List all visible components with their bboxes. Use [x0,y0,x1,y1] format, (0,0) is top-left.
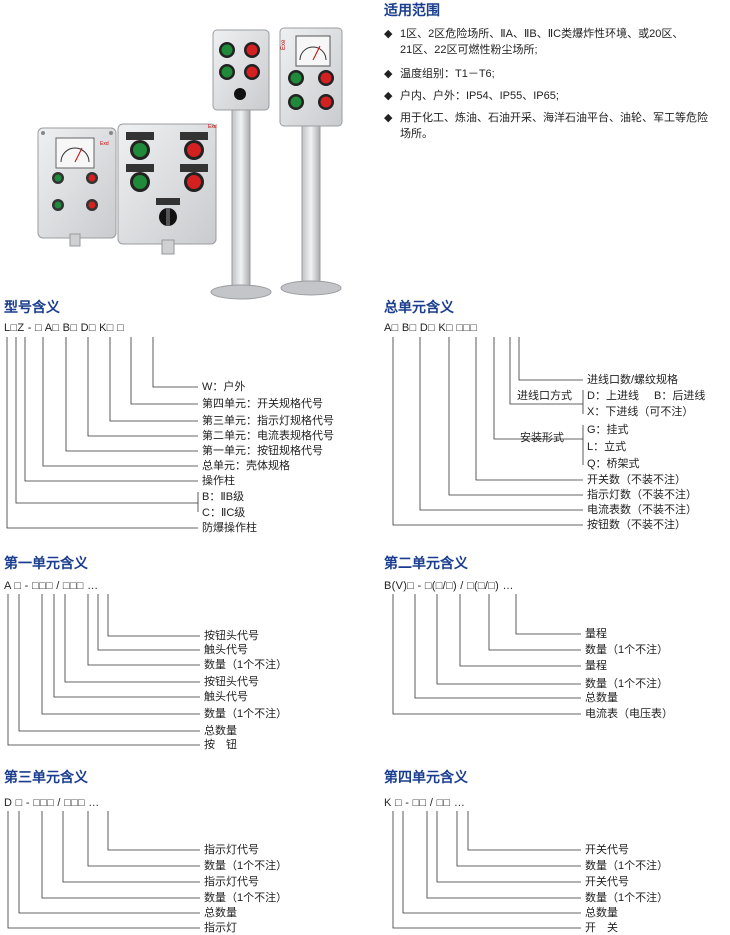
model-code: L□Z - □ A□ B□ D□ K□ □ [4,322,125,334]
product-photo-drawing: Exd Exd [37,27,343,300]
total-label-hang: G：挂式 [587,424,629,436]
unit2-label-2: 量程 [585,660,607,672]
box4-label: Exe [281,39,287,50]
unit1-label-3: 按钮头代号 [204,676,259,688]
model-label-explosion-proof: 防爆操作柱 [202,522,257,534]
unit4-label-1: 数量（1个不注） [585,860,669,872]
model-label-iib: B：ⅡB级 [202,491,245,503]
total-label-bridge: Q：桥架式 [587,458,640,470]
unit4-label-0: 开关代号 [585,844,629,856]
unit4-label-2: 开关代号 [585,876,629,888]
operation-column-2 [279,27,343,296]
diamond-bullet-icon: ◆ [384,28,393,40]
unit2-code: B(V)□ - □(□/□) / □(□/□) … [384,580,514,592]
product-photo: Exd Exd [30,20,350,310]
unit1-label-5: 数量（1个不注） [204,708,288,720]
unit1-label-0: 按钮头代号 [204,630,259,642]
control-box-2 [117,123,217,255]
unit3-label-2: 指示灯代号 [204,876,259,888]
total-title: 总单元含义 [384,299,454,315]
control-box-1 [37,127,117,247]
total-label-top-inlet: D：上进线 [587,390,639,402]
operation-column-1 [210,29,272,300]
total-label-inlet: 进线口数/螺纹规格 [587,374,679,386]
model-label-column: 操作柱 [202,475,235,487]
model-label-unit3: 第三单元：指示灯规格代号 [202,415,334,427]
total-label-mount: 安装形式 [520,432,564,444]
unit3-label-0: 指示灯代号 [204,844,259,856]
model-label-total: 总单元：壳体规格 [202,460,290,472]
unit4-label-4: 总数量 [585,907,618,919]
total-label-lamp-count: 指示灯数（不装不注） [587,489,697,501]
unit1-label-4: 触头代号 [204,691,248,703]
unit2-label-5: 电流表（电压表） [585,708,673,720]
unit2-label-3: 数量（1个不注） [585,678,669,690]
unit1-label-7: 按 钮 [204,739,237,751]
diamond-bullet-icon: ◆ [384,112,393,124]
unit1-label-2: 数量（1个不注） [204,659,288,671]
total-label-rear-inlet: B：后进线 [654,390,706,402]
unit4-code: K □ - □□ / □□ … [384,797,466,809]
unit3-title: 第三单元含义 [4,769,88,785]
unit2-label-0: 量程 [585,628,607,640]
model-label-unit4: 第四单元：开关规格代号 [202,398,323,410]
unit2-label-4: 总数量 [585,692,618,704]
unit2-title: 第二单元含义 [384,555,468,571]
unit1-label-1: 触头代号 [204,644,248,656]
unit2-label-1: 数量（1个不注） [585,644,669,656]
total-label-stand: L：立式 [587,441,627,453]
diamond-bullet-icon: ◆ [384,68,393,80]
box2-label: Exd [208,124,217,130]
total-label-bottom-inlet: X：下进线（可不注） [587,406,694,418]
diamond-bullet-icon: ◆ [384,90,393,102]
unit3-label-1: 数量（1个不注） [204,860,288,872]
total-label-inlet-mode: 进线口方式 [517,390,572,402]
unit3-label-4: 总数量 [204,907,237,919]
unit4-label-3: 数量（1个不注） [585,892,669,904]
unit3-label-3: 数量（1个不注） [204,892,288,904]
unit1-code: A □ - □□□ / □□□ … [4,580,99,592]
model-label-unit2: 第二单元：电流表规格代号 [202,430,334,442]
scope-bullet-4: ◆用于化工、炼油、石油开采、海洋石油平台、油轮、军工等危险 场所。 [384,112,708,140]
unit3-label-5: 指示灯 [204,922,237,934]
model-label-w: W：户外 [202,381,246,393]
total-label-button-count: 按钮数（不装不注） [587,519,686,531]
total-code: A□ B□ D□ K□ □□□ [384,322,478,334]
scope-bullet-2: ◆温度组别：T1－T6; [384,68,495,80]
total-label-meter-count: 电流表数（不装不注） [587,504,697,516]
total-label-switch-count: 开关数（不装不注） [587,474,686,486]
unit1-title: 第一单元含义 [4,555,88,571]
model-label-unit1: 第一单元：按钮规格代号 [202,445,323,457]
box1-label: Exd [100,141,109,147]
unit4-title: 第四单元含义 [384,769,468,785]
scope-title: 适用范围 [384,2,440,18]
unit4-label-5: 开 关 [585,922,618,934]
unit1-label-6: 总数量 [204,725,237,737]
unit3-code: D □ - □□□ / □□□ … [4,797,100,809]
model-label-iic: C：ⅡC级 [202,507,246,519]
model-title: 型号含义 [4,299,60,315]
scope-bullet-3: ◆户内、户外：IP54、IP55、IP65; [384,90,559,102]
scope-bullet-1: ◆1区、2区危险场所、ⅡA、ⅡB、ⅡC类爆炸性环境、或20区、 21区、22区可… [384,28,684,56]
